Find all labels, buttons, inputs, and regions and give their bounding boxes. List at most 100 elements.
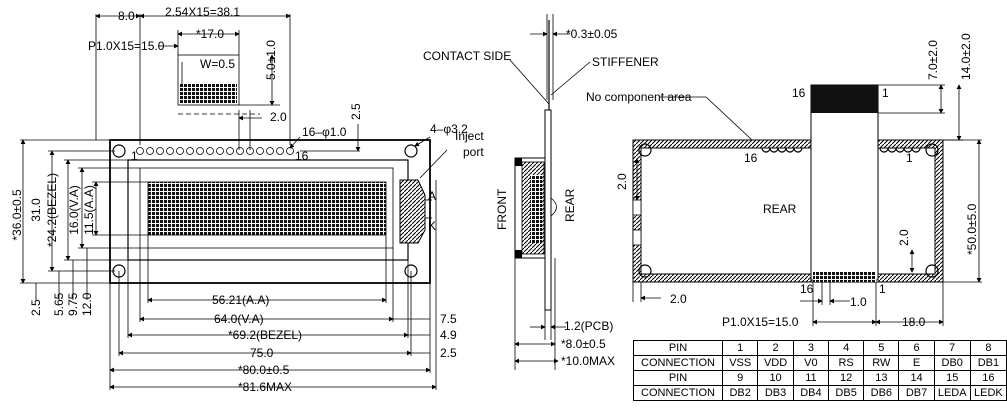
dim-17-0: *17.0 [196, 27, 224, 41]
pcb-outline [109, 139, 431, 284]
front-label: FRONT [495, 188, 509, 230]
table-cell: 4 [828, 340, 865, 356]
table-cell: DB1 [969, 355, 1007, 371]
table-cell: CONNECTION [632, 355, 724, 371]
dim-50-0: *50.0±5.0 [965, 203, 979, 255]
table-cell: VDD [757, 355, 794, 371]
dim-36-0: *36.0±0.5 [10, 189, 24, 241]
table-cell: DB0 [933, 355, 971, 371]
active-area [147, 181, 387, 236]
pin-16-label: 16 [295, 149, 309, 163]
rear-pin-1-top: 1 [882, 86, 889, 100]
dim-2-0-right: 2.0 [897, 229, 911, 246]
front-view [20, 13, 448, 390]
dim-18-0: 18.0 [902, 315, 926, 329]
table-cell: V0 [792, 355, 830, 371]
dim-2-0-left: 2.0 [615, 173, 629, 190]
dim-va-w: 64.0(V.A) [214, 312, 264, 326]
dim-bezel-w: *69.2(BEZEL) [228, 328, 302, 342]
table-cell: 5 [863, 340, 900, 356]
table-row: PIN 1 2 3 4 5 6 7 8 [632, 340, 1007, 356]
dim-aa-w: 56.21(A.A) [212, 293, 269, 307]
rear-pin-coils [761, 147, 921, 153]
table-cell: 1 [722, 340, 759, 356]
side-pcb [544, 109, 552, 311]
table-cell: 14 [898, 370, 935, 386]
dim-14-0: 14.0±2.0 [959, 33, 973, 80]
inject-port-label-2: port [463, 145, 484, 159]
side-view-text: CONTACT SIDE STIFFENER FRONT REAR *0.3±0… [423, 27, 659, 368]
mount-hole [404, 144, 418, 158]
dim-w: W=0.5 [200, 57, 235, 71]
rear-pin-16-bottom: 16 [800, 282, 814, 296]
rear-pin-16-left: 16 [744, 151, 758, 165]
pin-assignment-table: PIN 1 2 3 4 5 6 7 8 CONNECTION VSS VDD V… [632, 340, 1007, 401]
table-row: PIN 9 10 11 12 13 14 15 16 [632, 370, 1007, 386]
dim-80-0: *80.0±0.5 [238, 363, 290, 377]
inject-port-label: Inject [455, 129, 484, 143]
rear-pin-1-right: 1 [906, 151, 913, 165]
dim-aa-h: 11.5(A.A) [82, 185, 96, 235]
rear-view-text: No component area REAR 16 1 16 1 16 1 7.… [586, 33, 979, 329]
dim-5-0: 5.0±1.0 [264, 40, 278, 80]
table-cell: VSS [722, 355, 759, 371]
dim-0-3: *0.3±0.05 [566, 27, 618, 41]
table-cell: E [898, 355, 935, 371]
front-view-text: 8.0 2.54X15=38.1 P1.0X15=15.0 *17.0 W=0.… [10, 5, 484, 394]
dim-2-5-top: 2.5 [349, 103, 363, 120]
table-cell: 13 [863, 370, 900, 386]
table-cell: 9 [722, 370, 759, 386]
dim-5-65: 5.65 [52, 292, 66, 316]
dim-8-0: 8.0 [118, 9, 135, 23]
rear-label-side: REAR [563, 188, 577, 222]
side-view [509, 14, 591, 370]
table-cell: DB2 [722, 385, 759, 401]
table-cell: DB7 [898, 385, 935, 401]
rear-label: REAR [763, 202, 797, 216]
backlight-anode-label: A [428, 189, 436, 203]
fpc-contacts-rear [811, 85, 878, 113]
table-cell: 8 [969, 340, 1007, 356]
dim-8-0-side: *8.0±0.5 [561, 337, 606, 351]
table-cell: DB4 [792, 385, 830, 401]
dim-1-0: 1.0 [850, 295, 867, 309]
table-cell: 2 [757, 340, 794, 356]
table-cell: 3 [792, 340, 830, 356]
dim-pin-holes: 16–φ1.0 [302, 125, 347, 139]
table-cell: RS [828, 355, 865, 371]
table-cell: CONNECTION [632, 385, 724, 401]
fpc-contacts [180, 84, 237, 104]
table-cell: DB6 [863, 385, 900, 401]
dim-mount-holes: 4–φ3.2 [430, 122, 468, 136]
table-cell: PIN [632, 340, 724, 356]
dim-7-5: 7.5 [440, 312, 457, 326]
dim-pitch-total: 2.54X15=38.1 [165, 5, 240, 19]
table-row: CONNECTION VSS VDD V0 RS RW E DB0 DB1 [632, 355, 1007, 371]
dim-va-h: 16.0(V.A) [67, 185, 81, 235]
dim-12-0: 12.0 [80, 292, 94, 316]
table-cell: 7 [933, 340, 971, 356]
dim-fpc-pitch: P1.0X15=15.0 [88, 39, 165, 53]
dim-bezel-h: *24.2(BEZEL) [45, 173, 59, 247]
dim-2-5-right: 2.5 [440, 346, 457, 360]
table-cell: 11 [792, 370, 830, 386]
no-component-label: No component area [586, 90, 692, 104]
table-cell: DB3 [757, 385, 794, 401]
no-component-area [810, 84, 879, 281]
backlight-cathode-label: K [428, 219, 436, 233]
table-cell: RW [863, 355, 900, 371]
dim-2-0-bottom: 2.0 [670, 292, 687, 306]
rear-pin-16-top: 16 [792, 86, 806, 100]
pin-1-label: 1 [131, 149, 138, 163]
dim-31-0: 31.0 [29, 198, 43, 222]
table-row: CONNECTION DB2 DB3 DB4 DB5 DB6 DB7 LEDA … [632, 385, 1007, 401]
rear-view [632, 84, 982, 326]
dim-2-5-left: 2.5 [29, 299, 43, 316]
dim-pcb-thickness: 1.2(PCB) [564, 319, 613, 333]
dim-4-9: 4.9 [440, 328, 457, 342]
table-cell: 12 [828, 370, 865, 386]
table-cell: LEDA [933, 385, 971, 401]
fpc-bottom-contacts [813, 272, 876, 282]
dim-10-0-max: *10.0MAX [561, 354, 615, 368]
